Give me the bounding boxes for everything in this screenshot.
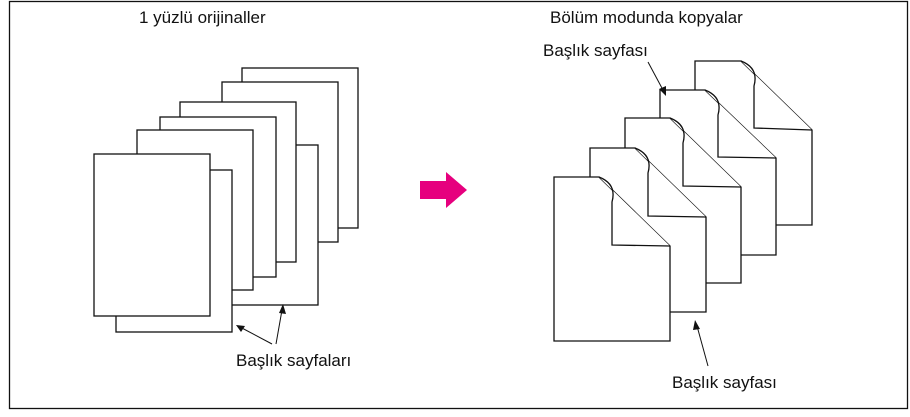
title-page-label-top: Başlık sayfası: [543, 41, 648, 60]
title-pages-label: Başlık sayfaları: [236, 351, 351, 370]
original-stack: [93, 67, 359, 333]
right-title: Bölüm modunda kopyalar: [550, 8, 743, 27]
copy-page-4-fold: [740, 60, 813, 131]
left-title: 1 yüzlü orijinaller: [139, 8, 266, 27]
copies-stack: [553, 60, 813, 342]
title-page-label-bottom: Başlık sayfası: [672, 373, 777, 392]
diagram-border: [8, 0, 909, 410]
original-page-front: [93, 153, 211, 317]
title-pages-leaders: [236, 304, 286, 345]
title-page-bottom-leader: [693, 320, 709, 367]
title-page-top-leader: [647, 61, 666, 96]
copy-page-1-fold: [634, 147, 707, 218]
copy-page-2-fold: [669, 117, 742, 188]
process-arrow-icon: [420, 172, 467, 208]
copy-page-3-fold: [704, 89, 777, 159]
copy-page-front-fold: [598, 176, 671, 247]
